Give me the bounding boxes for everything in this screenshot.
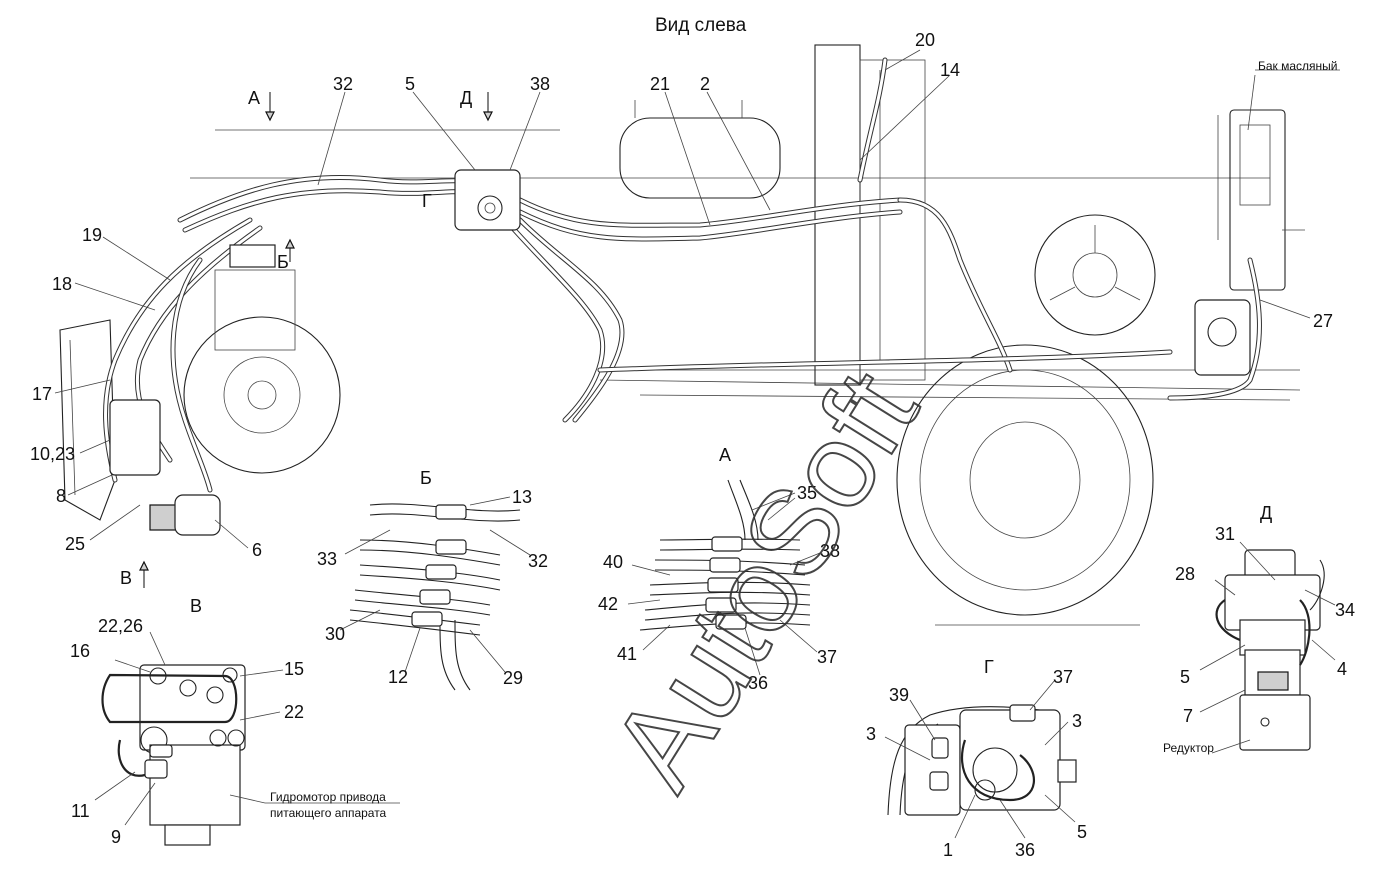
detail-a-callout-40: 40 (603, 552, 623, 572)
detail-a-callout-38: 38 (820, 541, 840, 561)
detail-g-callout-36: 36 (1015, 840, 1035, 860)
detail-a-callout-36: 36 (748, 673, 768, 693)
view-letter-d: Д (460, 88, 472, 108)
detail-g-callout-3-right: 3 (1072, 711, 1082, 731)
view-letter-v: В (120, 568, 132, 588)
detail-a: А 35 40 38 42 41 37 36 (598, 445, 840, 693)
machine-outline (59, 44, 1305, 626)
detail-b-callout-12: 12 (388, 667, 408, 687)
detail-a-callout-37: 37 (817, 647, 837, 667)
callout-2: 2 (700, 74, 710, 94)
detail-b-callout-29: 29 (503, 668, 523, 688)
detail-d-callout-28: 28 (1175, 564, 1195, 584)
detail-d-callout-7: 7 (1183, 706, 1193, 726)
detail-a-title: А (719, 445, 731, 465)
detail-v: В 22,26 16 15 22 11 9 Гидромотор привода… (70, 596, 400, 847)
watermark: AutoSoft (586, 349, 944, 810)
detail-v-callout-9: 9 (111, 827, 121, 847)
detail-v-title: В (190, 596, 202, 616)
detail-b: Б 13 33 32 30 12 29 (317, 468, 548, 691)
detail-v-callout-16: 16 (70, 641, 90, 661)
detail-a-callout-42: 42 (598, 594, 618, 614)
reducer-caption: Редуктор (1163, 741, 1214, 755)
detail-g-title: Г (984, 657, 994, 677)
view-letter-b: Б (277, 252, 289, 272)
oil-tank-caption: Бак масляный (1258, 59, 1338, 73)
detail-v-callout-22-26: 22,26 (98, 616, 143, 636)
detail-b-callout-32: 32 (528, 551, 548, 571)
view-letter-g: Г (422, 191, 432, 211)
detail-v-callout-15: 15 (284, 659, 304, 679)
detail-a-callout-41: 41 (617, 644, 637, 664)
detail-v-callout-22: 22 (284, 702, 304, 722)
callout-25: 25 (65, 534, 85, 554)
detail-b-callout-33: 33 (317, 549, 337, 569)
callout-21: 21 (650, 74, 670, 94)
main-valve-block (454, 169, 521, 231)
detail-g-callout-3-left: 3 (866, 724, 876, 744)
detail-b-title: Б (420, 468, 432, 488)
detail-d-callout-31: 31 (1215, 524, 1235, 544)
detail-d-callout-5: 5 (1180, 667, 1190, 687)
motor-caption-line1: Гидромотор привода (270, 790, 386, 804)
detail-d: Д 31 28 34 5 4 7 Редуктор (1163, 503, 1355, 755)
callout-32: 32 (333, 74, 353, 94)
drawing-title: Вид слева (655, 15, 747, 36)
callout-8: 8 (56, 486, 66, 506)
callout-27: 27 (1313, 311, 1333, 331)
callout-10-23: 10,23 (30, 444, 75, 464)
motor-caption-line2: питающего аппарата (270, 806, 387, 820)
detail-b-callout-13: 13 (512, 487, 532, 507)
callout-18: 18 (52, 274, 72, 294)
view-letter-a: А (248, 88, 260, 108)
detail-g-callout-1: 1 (943, 840, 953, 860)
detail-g-callout-5: 5 (1077, 822, 1087, 842)
callout-5: 5 (405, 74, 415, 94)
detail-d-callout-4: 4 (1337, 659, 1347, 679)
detail-d-callout-34: 34 (1335, 600, 1355, 620)
callout-17: 17 (32, 384, 52, 404)
detail-g-callout-39: 39 (889, 685, 909, 705)
detail-g-callout-37: 37 (1053, 667, 1073, 687)
callout-38: 38 (530, 74, 550, 94)
detail-b-callout-30: 30 (325, 624, 345, 644)
detail-a-callout-35: 35 (797, 483, 817, 503)
callout-20: 20 (915, 30, 935, 50)
detail-v-callout-11: 11 (71, 801, 90, 821)
main-leaders (54, 49, 1340, 588)
main-view-labels: А Д Б Г В 32 5 38 21 2 20 14 27 19 18 17… (30, 30, 1338, 588)
detail-g: Г 39 37 3 3 1 36 5 (866, 657, 1087, 860)
callout-14: 14 (940, 60, 960, 80)
callout-6: 6 (252, 540, 262, 560)
detail-d-title: Д (1260, 503, 1272, 523)
hose-routing (103, 57, 1262, 493)
left-pump-unit (109, 244, 276, 536)
callout-19: 19 (82, 225, 102, 245)
